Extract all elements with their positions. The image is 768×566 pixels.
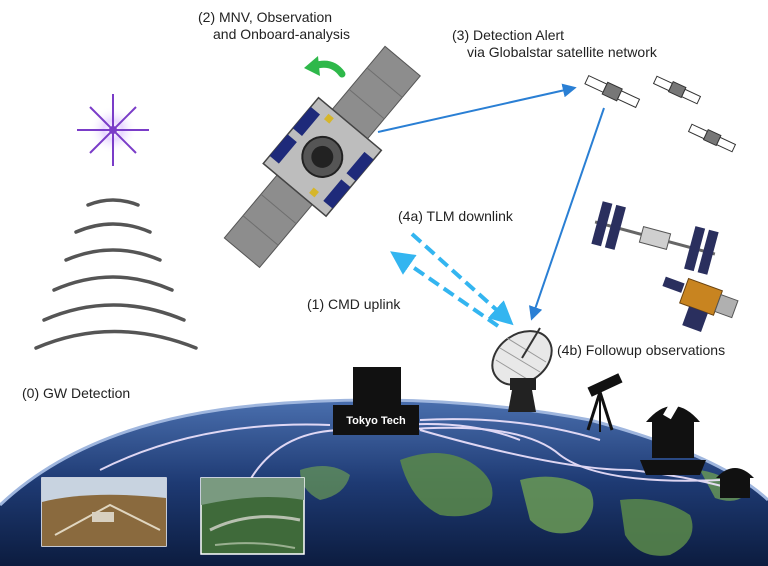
followup-satellite-icon	[662, 276, 739, 333]
alert-arrow-to-station	[529, 107, 605, 321]
ground-station-label: Tokyo Tech	[346, 415, 406, 427]
gw-wavefronts	[34, 198, 198, 350]
rotation-arrow-icon	[304, 56, 346, 78]
starburst-icon	[77, 94, 149, 166]
alert-arrow-to-relay	[377, 83, 577, 133]
cmd-uplink-arrow	[390, 251, 500, 328]
satellite-icon	[223, 45, 421, 269]
globalstar-satellite-icon	[584, 74, 737, 153]
observatory-photo-2	[200, 477, 305, 555]
tlm-downlink-arrow	[410, 232, 514, 326]
step2-label-line1: (2) MNV, Observation	[198, 9, 332, 25]
step1-label: (1) CMD uplink	[307, 296, 401, 312]
tokyo-tech-station: Tokyo Tech	[333, 367, 419, 435]
observatory-photo-1	[41, 477, 167, 547]
telescope-icon	[586, 373, 623, 432]
step0-label: (0) GW Detection	[22, 385, 130, 401]
step2-label-line2: and Onboard-analysis	[213, 26, 350, 42]
radio-dish-icon	[491, 327, 553, 412]
step3-label-line2: via Globalstar satellite network	[467, 44, 658, 60]
step4a-label: (4a) TLM downlink	[398, 208, 514, 224]
observatory-dome-small	[716, 468, 754, 498]
step4b-label: (4b) Followup observations	[557, 342, 725, 358]
step3-label-line1: (3) Detection Alert	[452, 27, 564, 43]
observatory-dome-large	[640, 399, 706, 475]
space-station-icon	[591, 201, 719, 275]
